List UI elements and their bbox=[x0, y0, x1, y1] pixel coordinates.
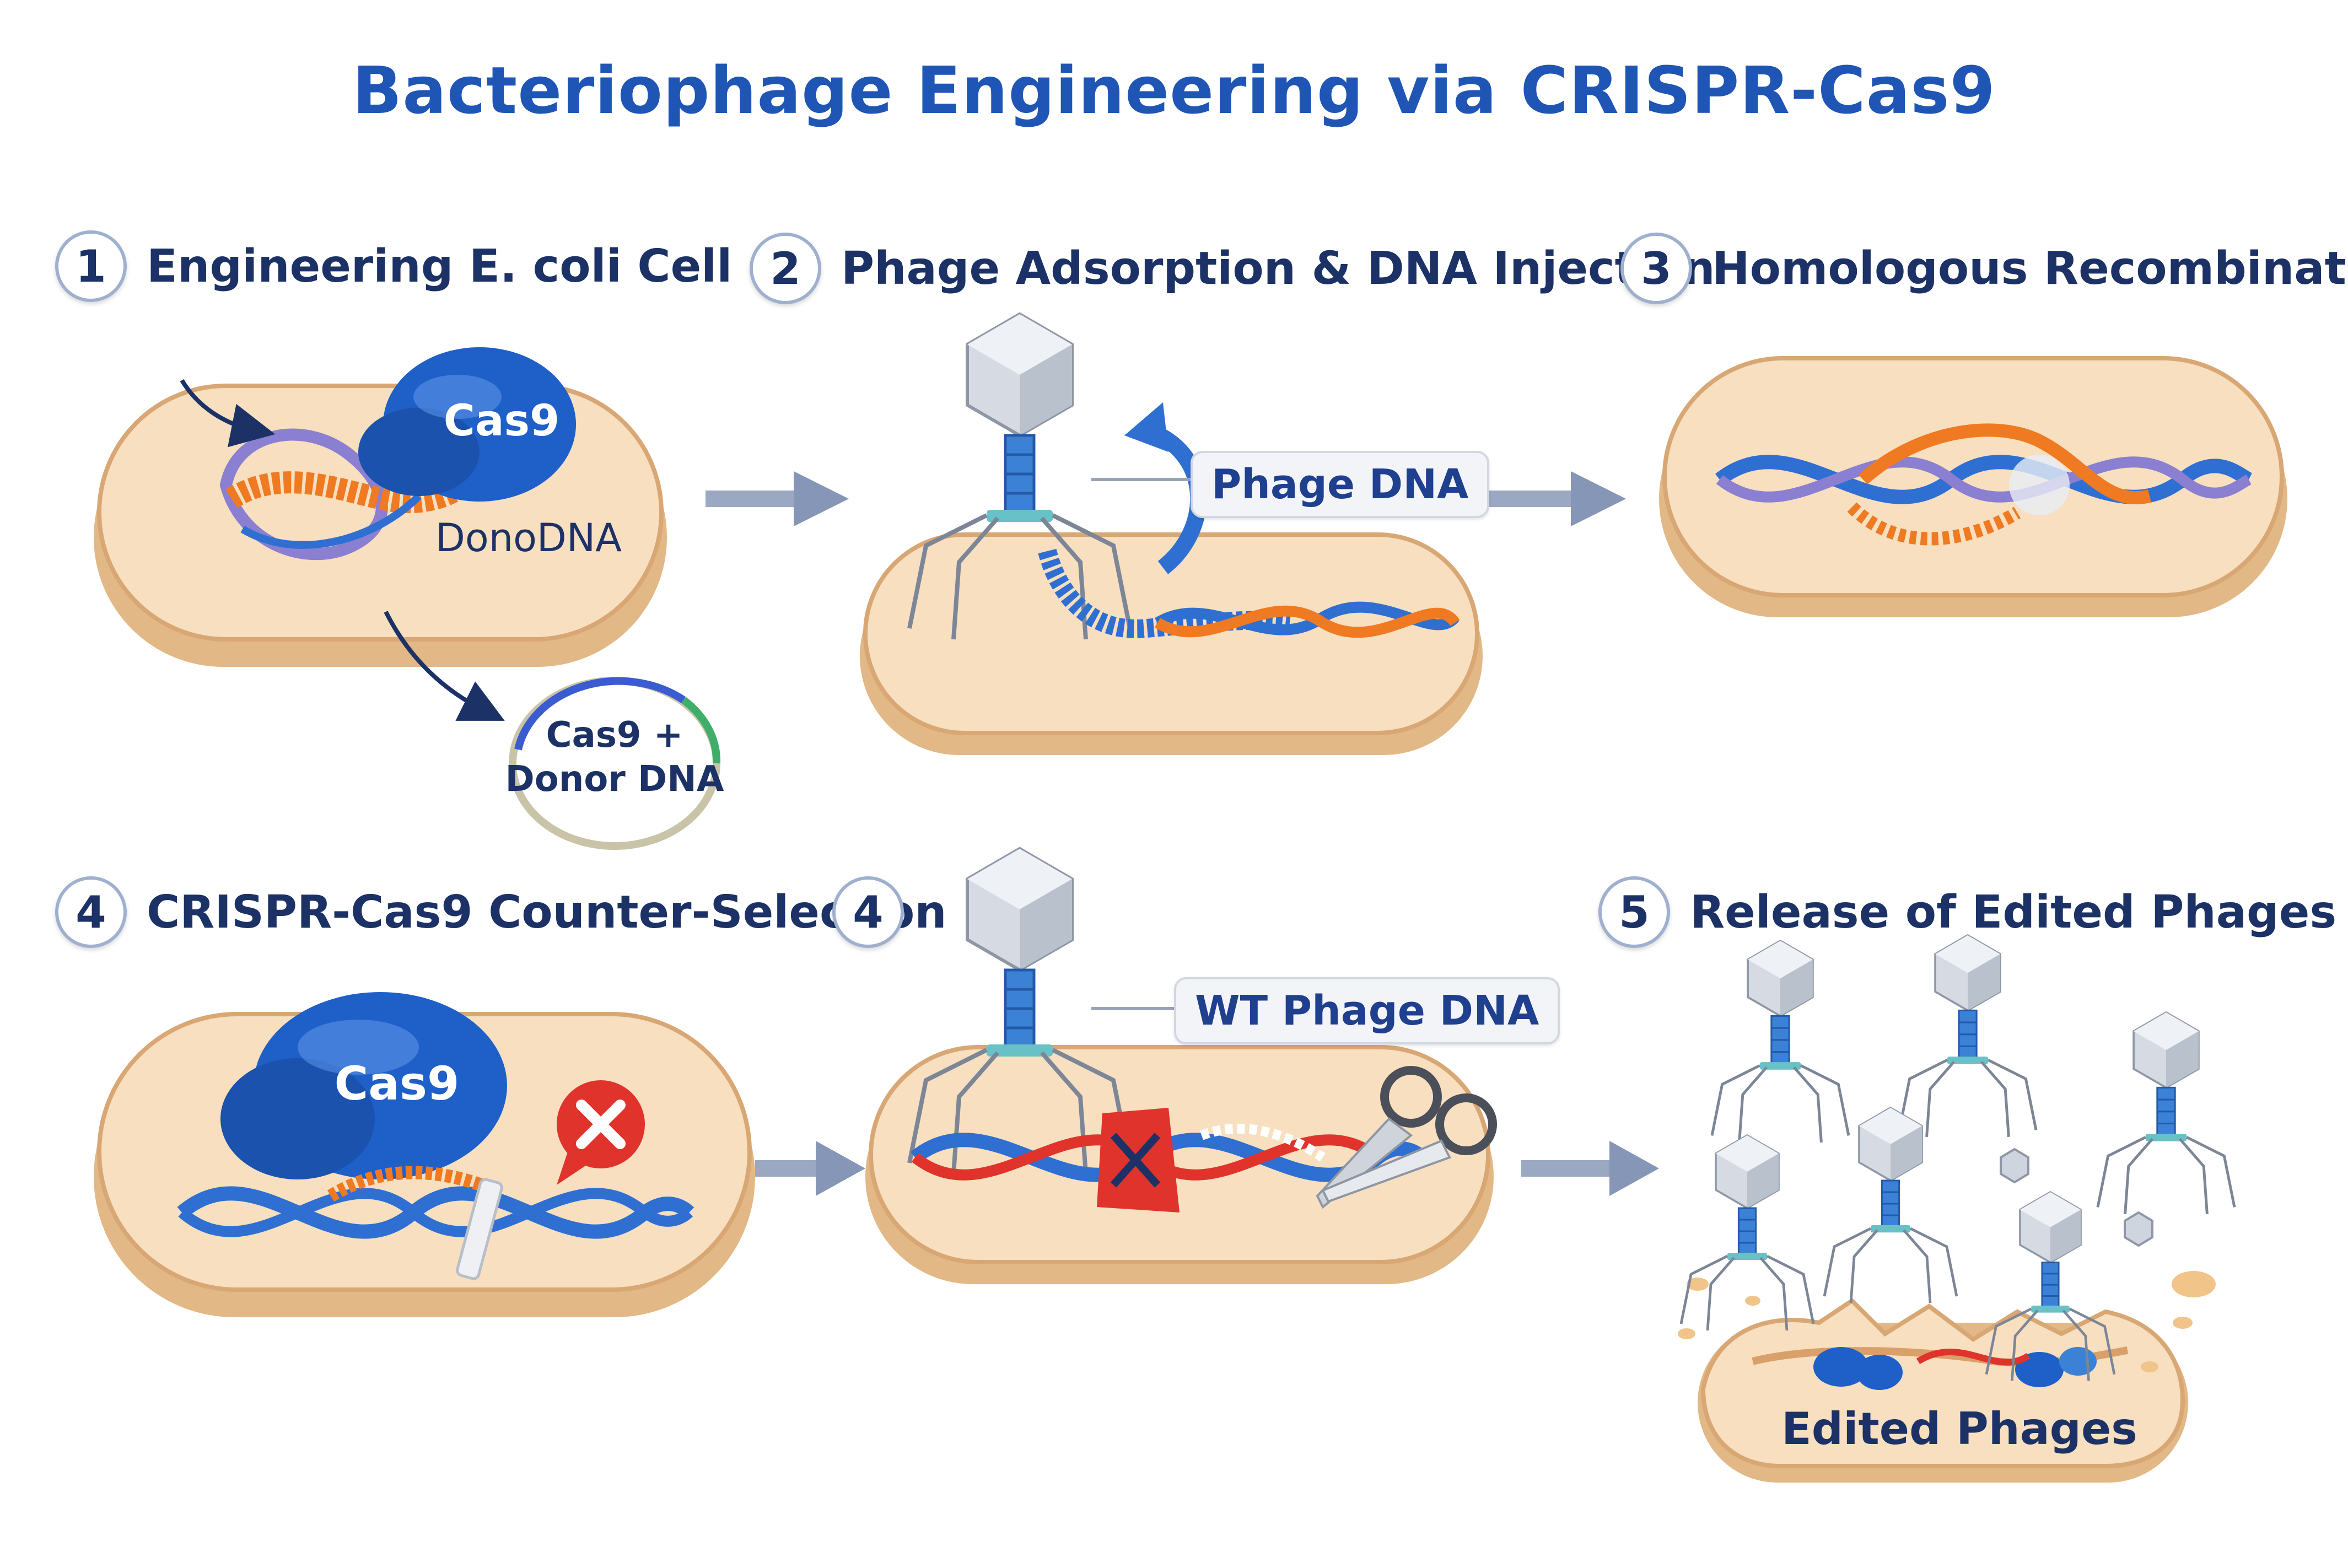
plasmid-label-line2: Donor DNA bbox=[505, 759, 724, 800]
step-4-reject-icon bbox=[557, 1080, 645, 1185]
step-2-label: Phage Adsorption & DNA Injection bbox=[841, 242, 1715, 295]
step-5-label: Release of Edited Phages bbox=[1690, 886, 2337, 939]
step-3-recombination-dna bbox=[1715, 423, 2253, 546]
step-4b-heading: 4 bbox=[832, 876, 924, 948]
step-1-cas9-protein bbox=[358, 347, 576, 502]
released-phage-icon bbox=[2098, 1012, 2234, 1214]
arrow-step2-to-step3 bbox=[1483, 471, 1626, 526]
step-5-heading: 5 Release of Edited Phages bbox=[1598, 876, 2336, 948]
step-4-cas9-protein bbox=[220, 992, 507, 1179]
arrow-step4-to-step4b bbox=[755, 1141, 865, 1196]
arrow-step4b-to-step5 bbox=[1521, 1141, 1659, 1196]
step-4-badge: 4 bbox=[55, 876, 127, 948]
wt-phage-dna-callout: WT Phage DNA bbox=[1174, 977, 1560, 1044]
step-4b-cut-site bbox=[1097, 1108, 1180, 1213]
step-5-debris bbox=[1678, 1147, 2216, 1372]
step-2-injection-arrow-head bbox=[1124, 402, 1168, 452]
step-1-cas9-label: Cas9 bbox=[444, 396, 560, 446]
step-5-lysed-cell bbox=[1698, 1297, 2188, 1483]
step-4b-badge: 4 bbox=[832, 876, 904, 948]
step-1-label: Engineering E. coli Cell bbox=[147, 240, 733, 293]
scissors-icon bbox=[1316, 1066, 1497, 1209]
step-4-cas9-label: Cas9 bbox=[335, 1057, 460, 1111]
step-1-donor-dna-label: DonoDNA bbox=[435, 515, 622, 561]
page-title: Bacteriophage Engineering via CRISPR-Cas… bbox=[352, 52, 1996, 128]
step-1-badge: 1 bbox=[55, 230, 127, 302]
step-3-heading: 3 Homologous Recombination bbox=[1620, 233, 2348, 304]
step-5-edited-phages-label: Edited Phages bbox=[1781, 1403, 2137, 1454]
step-5-badge: 5 bbox=[1598, 876, 1670, 948]
released-phage-icon bbox=[1824, 1108, 1957, 1303]
phage-dna-callout: Phage DNA bbox=[1191, 451, 1490, 518]
step-2-injected-dna bbox=[1038, 548, 1460, 638]
plasmid-circle bbox=[509, 677, 721, 850]
step-3-label: Homologous Recombination bbox=[1712, 242, 2348, 295]
step-4-heading: 4 CRISPR-Cas9 Counter-Selection bbox=[55, 876, 947, 948]
step-3-badge: 3 bbox=[1620, 233, 1692, 304]
step-4-label: CRISPR-Cas9 Counter-Selection bbox=[147, 886, 947, 939]
released-phage-icon bbox=[1712, 941, 1849, 1143]
plasmid-label-line1: Cas9 + bbox=[546, 715, 683, 756]
arrow-step1-to-step2 bbox=[706, 471, 849, 526]
step-3-cell bbox=[1659, 356, 2287, 617]
step-2-heading: 2 Phage Adsorption & DNA Injection bbox=[750, 233, 1715, 304]
released-phage-icon bbox=[1899, 935, 2036, 1137]
step-1-inlet-arrow bbox=[180, 379, 276, 448]
step-1-plasmid-arrow bbox=[384, 611, 505, 721]
step-4-target-dna bbox=[177, 1166, 694, 1280]
step-1-heading: 1 Engineering E. coli Cell bbox=[55, 230, 732, 302]
step-2-badge: 2 bbox=[750, 233, 821, 304]
